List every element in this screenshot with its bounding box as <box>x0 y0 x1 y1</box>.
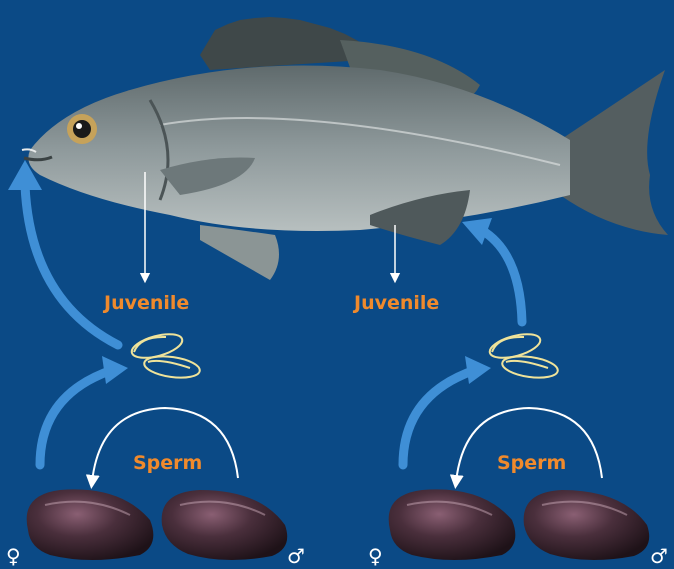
curved-arrow-icon <box>40 356 128 465</box>
glochidia-icon <box>129 330 201 381</box>
mussel-icon <box>27 489 154 560</box>
juvenile-label-left: Juvenile <box>104 292 189 314</box>
mussel-icon <box>162 490 288 560</box>
glochidia-icon <box>487 330 559 381</box>
curved-arrow-icon <box>403 356 491 465</box>
curved-arrow-icon <box>462 218 522 322</box>
male-symbol: ♂ <box>287 546 305 566</box>
female-symbol: ♀ <box>6 546 21 566</box>
fish-illustration <box>22 17 668 280</box>
mussel-icon <box>524 490 650 560</box>
female-symbol: ♀ <box>368 546 383 566</box>
juvenile-label-right: Juvenile <box>354 292 439 314</box>
sperm-label-left: Sperm <box>133 452 202 474</box>
male-symbol: ♂ <box>650 546 668 566</box>
mussel-icon <box>389 489 516 560</box>
sperm-label-right: Sperm <box>497 452 566 474</box>
